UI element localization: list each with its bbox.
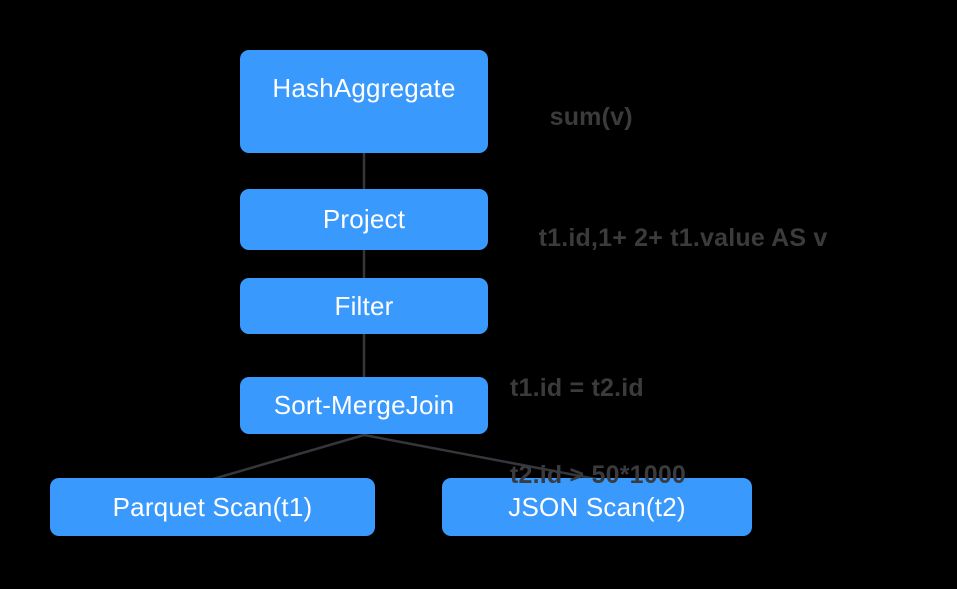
- annotation-filter-conditions: t1.id = t2.id t2.id > 50*1000: [510, 316, 686, 548]
- node-json-scan: JSON Scan(t2): [442, 478, 752, 536]
- node-filter-label: Filter: [334, 290, 394, 321]
- node-sort-merge-join: Sort-MergeJoin: [240, 377, 488, 434]
- node-project-label: Project: [322, 204, 406, 234]
- node-filter: Filter: [240, 278, 488, 334]
- node-parquet-scan: Parquet Scan(t1): [50, 478, 375, 536]
- annotation-aggregate-expression: sum(v): [521, 74, 633, 161]
- node-sort-merge-join-label: Sort-MergeJoin: [273, 390, 455, 420]
- annotation-aggregate-text: sum(v): [549, 103, 633, 131]
- annotation-filter-line1: t1.id = t2.id: [510, 374, 644, 402]
- node-project: Project: [240, 189, 488, 250]
- node-hash-aggregate-label: HashAggregate: [272, 73, 456, 103]
- node-parquet-scan-label: Parquet Scan(t1): [112, 491, 313, 522]
- annotation-filter-line2: t2.id > 50*1000: [510, 461, 687, 489]
- edge-sortmergejoin-parquet: [211, 433, 366, 481]
- annotation-project-expression: t1.id,1+ 2+ t1.value AS v: [510, 195, 828, 282]
- annotation-project-text: t1.id,1+ 2+ t1.value AS v: [538, 224, 828, 252]
- node-json-scan-label: JSON Scan(t2): [508, 491, 686, 522]
- node-hash-aggregate: HashAggregate: [240, 50, 488, 153]
